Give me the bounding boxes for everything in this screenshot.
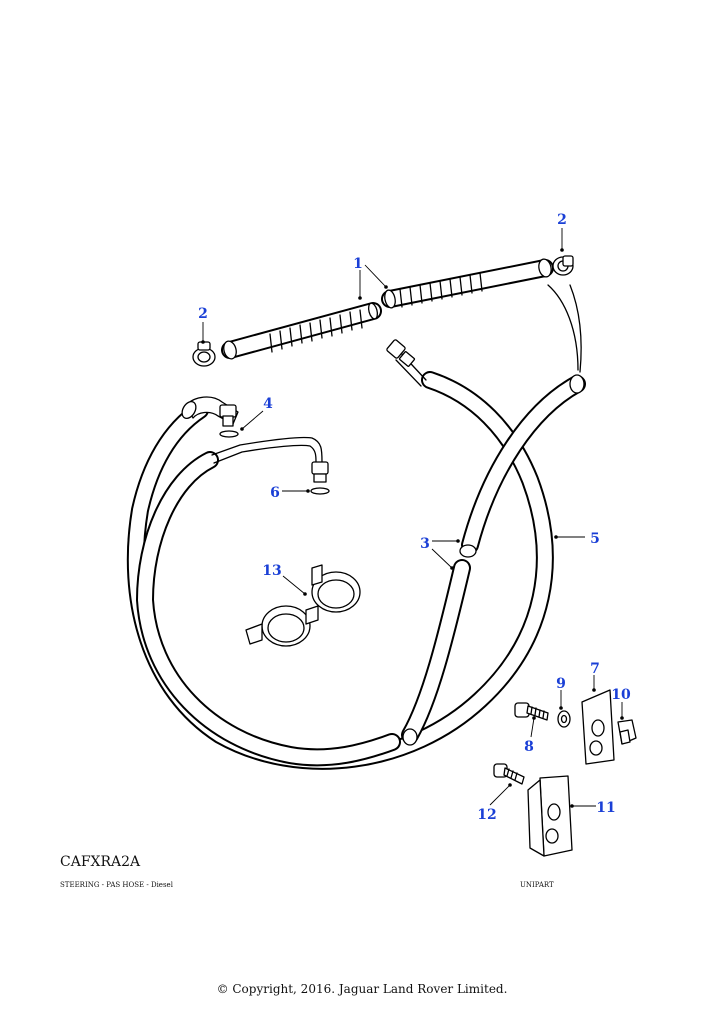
left-elbow-fitting[interactable] [179, 396, 239, 427]
callout-9[interactable]: 9 [556, 676, 566, 692]
callout-2-right[interactable]: 2 [557, 212, 567, 228]
washer-part-9[interactable] [557, 710, 571, 728]
bracket-part-11[interactable] [527, 775, 573, 857]
callout-3[interactable]: 3 [420, 536, 430, 552]
diagram-code: CAFXRA2A [60, 854, 141, 870]
callout-2-left[interactable]: 2 [198, 306, 208, 322]
upper-pipe-fitting[interactable] [386, 339, 427, 387]
double-clip-part-13[interactable] [245, 564, 361, 647]
callout-5[interactable]: 5 [590, 531, 600, 547]
callout-4[interactable]: 4 [263, 396, 273, 412]
hose-clip-part-2-left[interactable] [192, 341, 216, 367]
metal-pipe[interactable] [211, 436, 329, 483]
bolt-part-12[interactable] [493, 763, 525, 785]
bracket-part-7[interactable] [581, 689, 615, 765]
supplier-label: UNIPART [520, 881, 554, 889]
callout-12[interactable]: 12 [477, 807, 496, 823]
bolt-part-8[interactable] [514, 702, 549, 721]
callout-8[interactable]: 8 [524, 739, 534, 755]
o-ring-part-4[interactable] [219, 430, 239, 438]
diagram-caption: STEERING - PAS HOSE - Diesel [60, 881, 173, 889]
clip-part-10[interactable] [617, 719, 637, 745]
copyright-notice: © Copyright, 2016. Jaguar Land Rover Lim… [216, 982, 508, 996]
callout-11[interactable]: 11 [596, 800, 615, 816]
hose-part-3[interactable] [401, 374, 586, 746]
callout-7[interactable]: 7 [590, 661, 600, 677]
o-ring-part-6[interactable] [310, 487, 330, 495]
hose-inner-run[interactable] [136, 451, 401, 767]
hose-clip-part-2-right[interactable] [552, 255, 574, 276]
hose-part-1[interactable] [221, 258, 554, 360]
callout-6[interactable]: 6 [270, 485, 280, 501]
callout-10[interactable]: 10 [611, 687, 631, 703]
callout-13[interactable]: 13 [262, 563, 281, 579]
callout-1[interactable]: 1 [353, 256, 363, 272]
